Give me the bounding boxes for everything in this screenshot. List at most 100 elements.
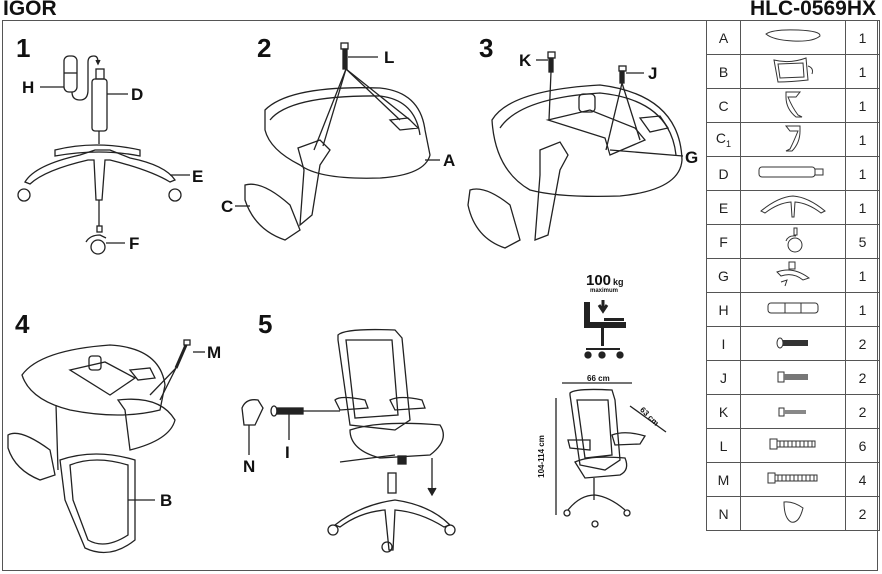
caster-icon bbox=[785, 227, 803, 253]
step-3-label-g: G bbox=[685, 148, 699, 167]
step-1-label-h: H bbox=[22, 78, 35, 97]
base-icon bbox=[760, 195, 826, 218]
part-image bbox=[740, 394, 846, 429]
bolt-l-icon bbox=[769, 438, 816, 450]
step-4-number: 4 bbox=[15, 309, 30, 339]
model-code: HLC-0569HX bbox=[749, 0, 876, 20]
bolt-i-icon bbox=[776, 337, 808, 348]
part-qty: 1 bbox=[845, 54, 880, 89]
part-image bbox=[740, 190, 846, 225]
mechanism-icon bbox=[776, 261, 811, 287]
part-id: J bbox=[706, 360, 741, 395]
part-image bbox=[740, 20, 846, 55]
part-qty: 2 bbox=[845, 360, 880, 395]
part-id-sub: 1 bbox=[726, 138, 732, 149]
part-id: C1 bbox=[706, 122, 741, 157]
step-3-label-k: K bbox=[519, 51, 532, 70]
part-image bbox=[740, 156, 846, 191]
part-qty: 5 bbox=[845, 224, 880, 259]
part-qty: 1 bbox=[845, 258, 880, 293]
gas-lift-cover-icon bbox=[767, 302, 819, 314]
part-id: I bbox=[706, 326, 741, 361]
width-dimension: 66 cm bbox=[587, 374, 610, 383]
assembly-drawings bbox=[7, 42, 684, 554]
part-image bbox=[740, 224, 846, 259]
part-image bbox=[740, 258, 846, 293]
part-id: L bbox=[706, 428, 741, 463]
armrest-right-icon bbox=[784, 125, 801, 152]
part-id: F bbox=[706, 224, 741, 259]
step-2-label-a: A bbox=[443, 151, 456, 170]
step-1-label-f: F bbox=[129, 234, 140, 253]
part-image bbox=[740, 428, 846, 463]
bolt-j-icon bbox=[777, 371, 808, 382]
part-id: A bbox=[706, 20, 741, 55]
seat-icon bbox=[765, 29, 821, 42]
part-id: C bbox=[706, 88, 741, 123]
part-qty: 1 bbox=[845, 88, 880, 123]
armrest-left-icon bbox=[785, 91, 803, 118]
step-1-label-e: E bbox=[192, 167, 204, 186]
part-id-main: C bbox=[715, 130, 727, 147]
part-image bbox=[740, 496, 846, 531]
max-load-value: 100 bbox=[586, 272, 612, 289]
part-id: K bbox=[706, 394, 741, 429]
height-dimension: 104-114 cm bbox=[536, 435, 546, 478]
step-1-number: 1 bbox=[16, 33, 31, 63]
part-qty: 2 bbox=[845, 496, 880, 531]
part-qty: 2 bbox=[845, 394, 880, 429]
part-qty: 4 bbox=[845, 462, 880, 497]
step-2-number: 2 bbox=[257, 33, 272, 63]
spec-drawings bbox=[555, 300, 667, 528]
part-id: N bbox=[706, 496, 741, 531]
step-4-drawing bbox=[7, 339, 205, 554]
step-3-number: 3 bbox=[479, 33, 494, 63]
part-image bbox=[740, 360, 846, 395]
part-id: H bbox=[706, 292, 741, 327]
gas-lift-icon bbox=[758, 166, 824, 178]
part-image bbox=[740, 292, 846, 327]
step-1-label-d: D bbox=[131, 85, 144, 104]
backrest-icon bbox=[773, 57, 813, 83]
part-qty: 2 bbox=[845, 326, 880, 361]
max-load-unit: kg bbox=[613, 277, 624, 287]
step-2-label-l: L bbox=[384, 48, 395, 67]
part-qty: 6 bbox=[845, 428, 880, 463]
part-id: M bbox=[706, 462, 741, 497]
max-load-caption: maximum bbox=[590, 288, 619, 294]
step-5-label-i: I bbox=[285, 443, 290, 462]
product-name: IGOR bbox=[3, 0, 57, 20]
step-5-number: 5 bbox=[258, 309, 273, 339]
bolt-k-icon bbox=[778, 407, 806, 416]
part-qty: 1 bbox=[845, 292, 880, 327]
part-qty: 1 bbox=[845, 156, 880, 191]
part-id: G bbox=[706, 258, 741, 293]
step-2-drawing bbox=[235, 42, 440, 241]
step-4-label-b: B bbox=[160, 491, 173, 510]
part-id: B bbox=[706, 54, 741, 89]
part-qty: 1 bbox=[845, 20, 880, 55]
step-5-label-n: N bbox=[243, 457, 256, 476]
step-2-label-c: C bbox=[221, 197, 234, 216]
part-image bbox=[740, 54, 846, 89]
step-3-drawing bbox=[467, 51, 684, 249]
part-image bbox=[740, 326, 846, 361]
step-5-drawing bbox=[241, 328, 456, 553]
